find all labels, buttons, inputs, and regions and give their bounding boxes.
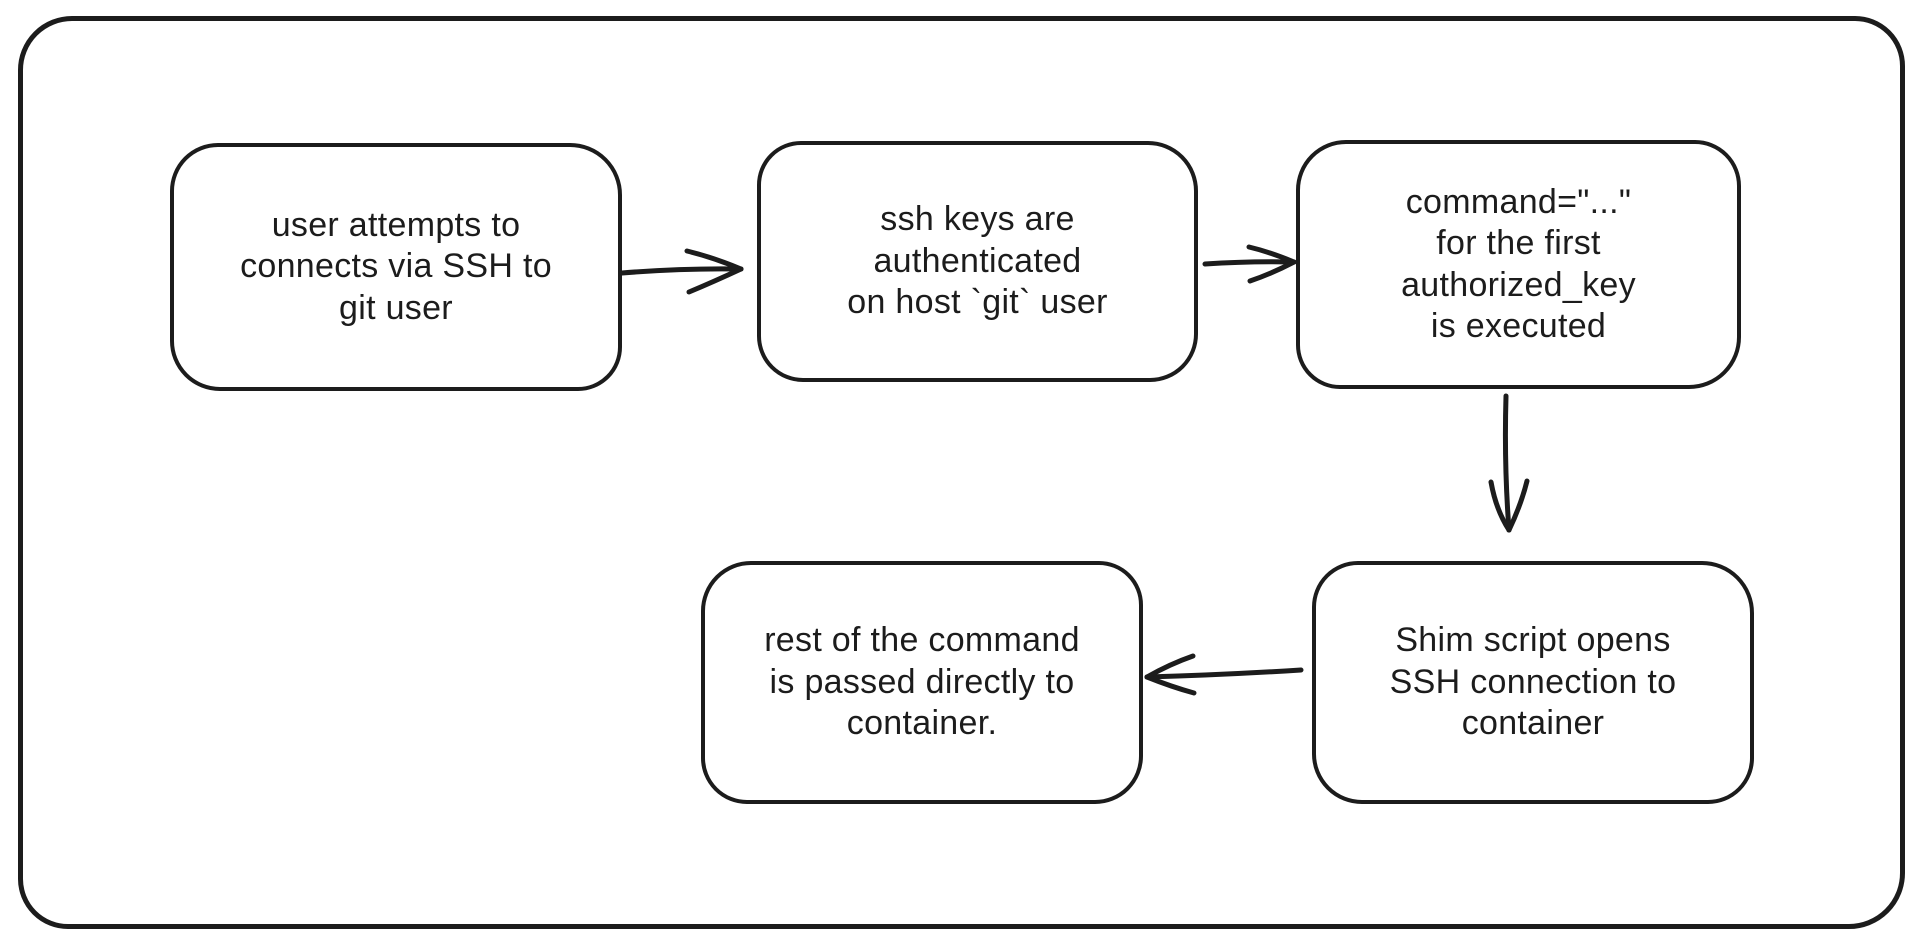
- node-user-connects-label: user attempts to connects via SSH to git…: [240, 205, 552, 327]
- node-ssh-keys-authenticated-label: ssh keys are authenticated on host `git`…: [847, 200, 1108, 322]
- node-shim-opens-ssh: Shim script opens SSH connection to cont…: [1312, 561, 1754, 804]
- node-user-connects: user attempts to connects via SSH to git…: [170, 143, 622, 391]
- outer-frame: [18, 16, 1905, 929]
- node-rest-passed-label: rest of the command is passed directly t…: [764, 621, 1080, 743]
- node-command-executed-label: command="..." for the first authorized_k…: [1401, 182, 1636, 345]
- node-shim-opens-ssh-label: Shim script opens SSH connection to cont…: [1389, 621, 1677, 743]
- node-ssh-keys-authenticated: ssh keys are authenticated on host `git`…: [757, 141, 1198, 382]
- node-command-executed: command="..." for the first authorized_k…: [1296, 140, 1741, 389]
- node-rest-passed: rest of the command is passed directly t…: [701, 561, 1143, 804]
